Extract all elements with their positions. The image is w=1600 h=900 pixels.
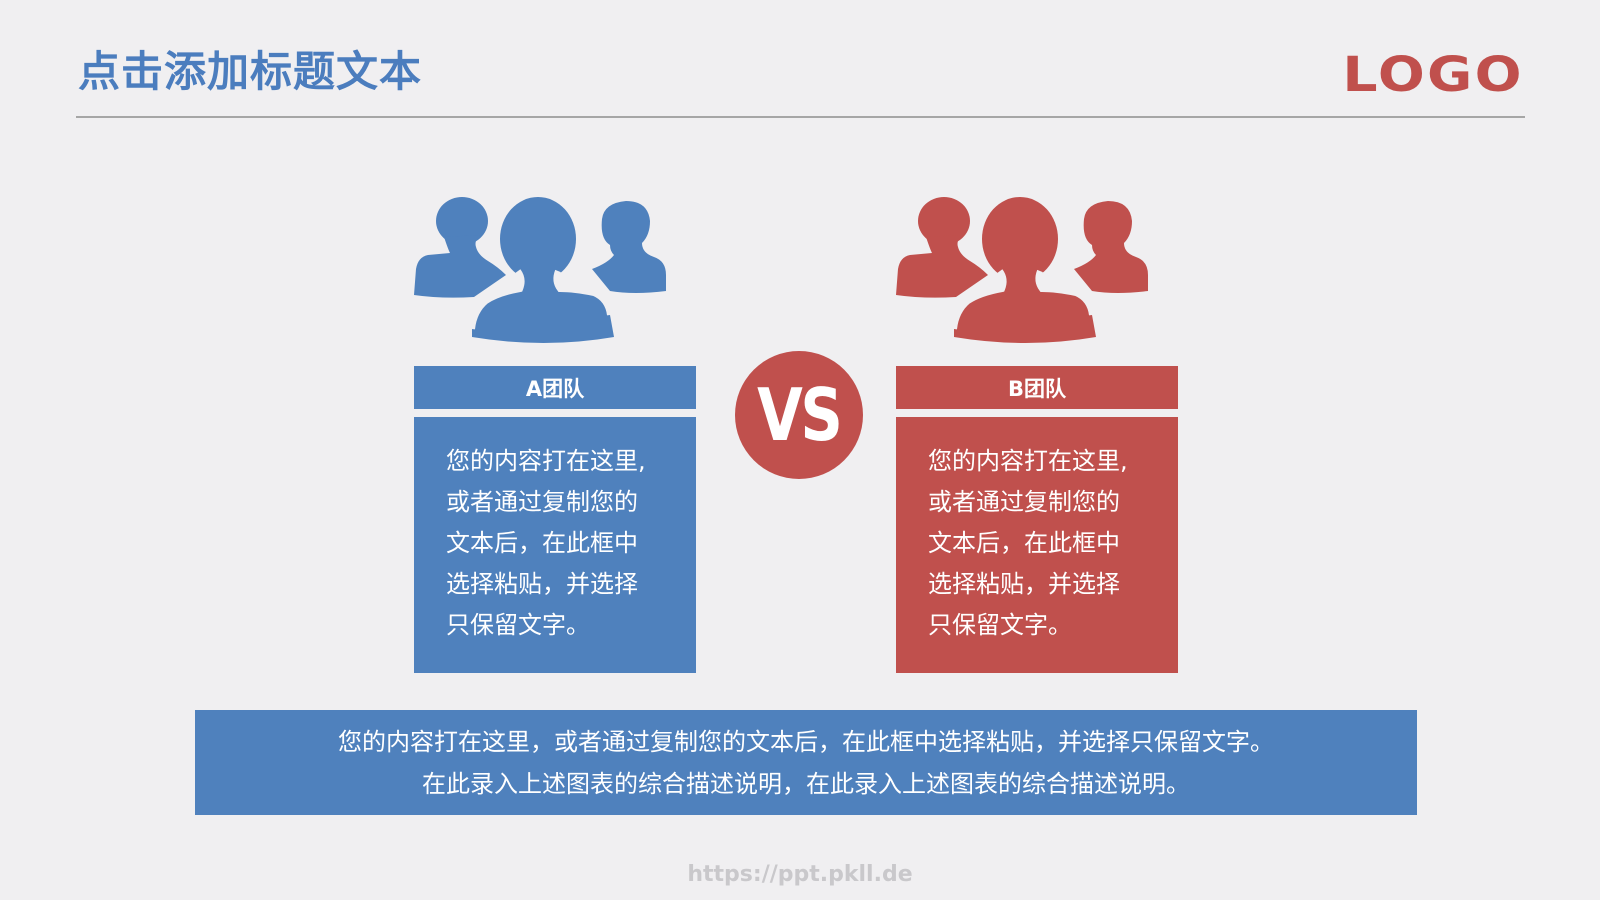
team-b-line: 文本后，在此框中	[928, 529, 1120, 557]
logo: LOGO	[1342, 47, 1524, 103]
team-b-name: B团队	[1007, 376, 1066, 401]
team-a-description: 您的内容打在这里, 或者通过复制您的 文本后，在此框中 选择粘贴，并选择 只保留…	[414, 417, 696, 673]
team-b-line: 选择粘贴，并选择	[928, 570, 1120, 598]
header-divider	[76, 116, 1525, 118]
users-group-icon	[896, 197, 1148, 343]
team-a-name: A团队	[525, 376, 585, 401]
slide-title: 点击添加标题文本	[78, 47, 423, 96]
watermark-url: https://ppt.pkll.de	[687, 862, 913, 887]
team-a-line: 选择粘贴，并选择	[446, 570, 638, 598]
summary-line: 您的内容打在这里，或者通过复制您的文本后，在此框中选择粘贴，并选择只保留文字。	[338, 727, 1274, 756]
team-a-line: 您的内容打在这里,	[446, 447, 646, 475]
team-b-line: 只保留文字。	[928, 611, 1072, 639]
team-a-line: 文本后，在此框中	[446, 529, 638, 557]
team-b-description: 您的内容打在这里, 或者通过复制您的 文本后，在此框中 选择粘贴，并选择 只保留…	[896, 417, 1178, 673]
summary-banner: 您的内容打在这里，或者通过复制您的文本后，在此框中选择粘贴，并选择只保留文字。 …	[195, 710, 1417, 815]
team-a-header: A团队	[414, 366, 696, 409]
team-a-line: 只保留文字。	[446, 611, 590, 639]
summary-line: 在此录入上述图表的综合描述说明，在此录入上述图表的综合描述说明。	[422, 769, 1190, 798]
team-b-line: 您的内容打在这里,	[928, 447, 1128, 475]
team-b-line: 或者通过复制您的	[928, 488, 1120, 516]
users-group-icon	[414, 197, 666, 343]
vs-label: VS	[757, 373, 843, 457]
team-b-header: B团队	[896, 366, 1178, 409]
team-a-line: 或者通过复制您的	[446, 488, 638, 516]
vs-badge: VS	[735, 351, 863, 479]
